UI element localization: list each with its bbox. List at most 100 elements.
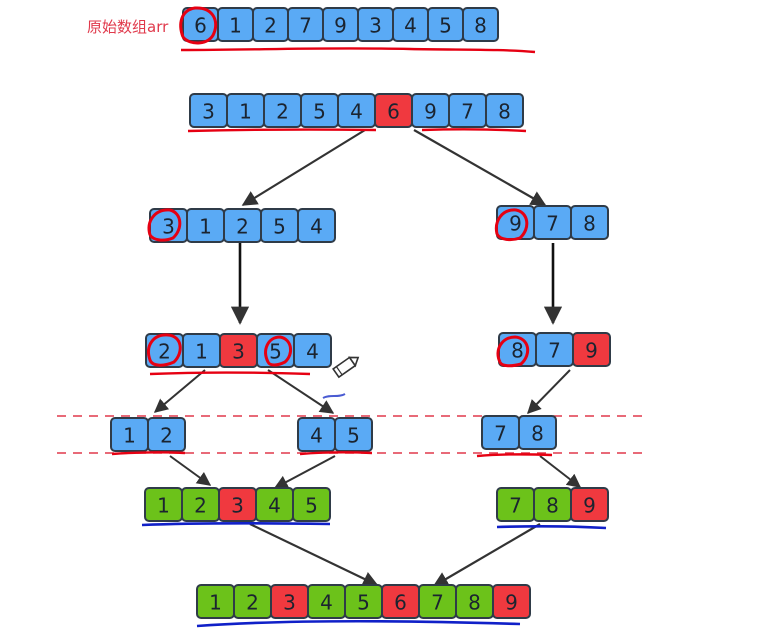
right-level4-value-0: 7 xyxy=(494,422,507,446)
right-level2-cell-2 xyxy=(570,205,609,240)
right-merged-cell-2 xyxy=(570,487,609,522)
left-level2-value-1: 1 xyxy=(199,215,212,239)
level1-value-1: 1 xyxy=(239,100,252,124)
original-value-1: 1 xyxy=(229,14,242,38)
left-level2-value-0: 3 xyxy=(162,215,175,239)
left-level2-cell-4 xyxy=(297,208,336,243)
level1-value-6: 9 xyxy=(424,100,437,124)
original-cell-8 xyxy=(462,7,499,42)
arrow-merge-left-b xyxy=(273,455,336,489)
original-value-6: 4 xyxy=(404,14,417,38)
marker-circle-left-level3-a xyxy=(147,333,182,367)
level1-value-7: 7 xyxy=(461,100,474,124)
left-merged-value-4: 5 xyxy=(305,494,318,518)
small-blue-scribble xyxy=(322,393,346,399)
left-level3-value-1: 1 xyxy=(195,340,208,364)
final-value-0: 1 xyxy=(209,591,222,615)
underline-level1-right xyxy=(421,128,527,133)
array-title: 原始数组arr xyxy=(87,18,169,36)
original-value-3: 7 xyxy=(299,14,312,38)
right-level2-value-2: 8 xyxy=(583,212,596,236)
final-value-2: 3 xyxy=(283,591,296,615)
left-level3-value-0: 2 xyxy=(158,340,171,364)
right-level3-value-2: 9 xyxy=(585,339,598,363)
final-value-1: 2 xyxy=(246,591,259,615)
underline-left-left xyxy=(111,451,186,456)
left-merged-value-0: 1 xyxy=(157,494,170,518)
level1-value-8: 8 xyxy=(498,100,511,124)
underline-right-level4 xyxy=(476,453,553,458)
left-level2-value-4: 4 xyxy=(310,215,323,239)
left-merged-value-1: 2 xyxy=(194,494,207,518)
arrow-level1-left xyxy=(241,129,366,206)
level1-value-3: 5 xyxy=(313,100,326,124)
right-level3-value-0: 8 xyxy=(511,339,524,363)
final-value-6: 7 xyxy=(431,591,444,615)
arrows xyxy=(153,129,582,587)
final-value-7: 8 xyxy=(468,591,481,615)
final-value-5: 6 xyxy=(394,591,407,615)
left-merged-cell-4 xyxy=(292,487,331,522)
arrow-left-right xyxy=(267,369,335,414)
marker-circle-right-level3 xyxy=(496,335,530,368)
final-value-4: 5 xyxy=(357,591,370,615)
left-level3-value-4: 4 xyxy=(306,340,319,364)
right-merged-value-0: 7 xyxy=(509,494,522,518)
right-merged-value-1: 8 xyxy=(546,494,559,518)
left-left-level4-cell-1 xyxy=(147,417,186,452)
right-level3-value-1: 7 xyxy=(548,339,561,363)
original-value-5: 3 xyxy=(369,14,382,38)
arrow-right-left xyxy=(527,369,571,415)
right-level2-value-1: 7 xyxy=(546,212,559,236)
left-level3-value-3: 5 xyxy=(269,340,282,364)
level1-cell-8 xyxy=(485,93,524,128)
final-cell-8 xyxy=(492,584,531,619)
left-left-level4-value-0: 1 xyxy=(123,424,136,448)
left-right-level4-cell-1 xyxy=(334,417,373,452)
marker-circle-left-level3-b xyxy=(264,335,293,367)
left-right-level4-value-0: 4 xyxy=(310,424,323,448)
level1-value-4: 4 xyxy=(350,100,363,124)
arrow-final-left xyxy=(249,523,379,586)
level1-value-2: 2 xyxy=(276,100,289,124)
level1-value-5: 6 xyxy=(387,100,400,124)
right-level4-value-1: 8 xyxy=(531,422,544,446)
original-value-4: 9 xyxy=(334,14,347,38)
marker-circle-right-pivot xyxy=(494,208,529,242)
arrow-left-left xyxy=(153,369,206,413)
arrow-merge-left-a xyxy=(169,455,212,486)
left-level2-value-2: 2 xyxy=(236,215,249,239)
arrow-merge-right xyxy=(539,455,582,488)
left-level2-value-3: 5 xyxy=(273,215,286,239)
right-level2-value-0: 9 xyxy=(509,212,522,236)
annotations xyxy=(111,6,607,628)
original-value-8: 8 xyxy=(474,14,487,38)
original-value-0: 6 xyxy=(194,14,207,38)
underline-original xyxy=(180,47,536,54)
original-value-7: 5 xyxy=(439,14,452,38)
right-merged-value-2: 9 xyxy=(583,494,596,518)
pencil-cursor-icon xyxy=(332,356,360,379)
final-value-3: 4 xyxy=(320,591,333,615)
underline-left-level3 xyxy=(149,371,311,376)
left-merged-value-3: 4 xyxy=(268,494,281,518)
left-right-level4-value-1: 5 xyxy=(347,424,360,448)
final-value-8: 9 xyxy=(505,591,518,615)
underline-left-merged xyxy=(141,522,331,527)
marker-circle-left-pivot xyxy=(147,208,182,242)
arrow-level1-right xyxy=(413,129,547,206)
underline-final xyxy=(196,619,521,628)
